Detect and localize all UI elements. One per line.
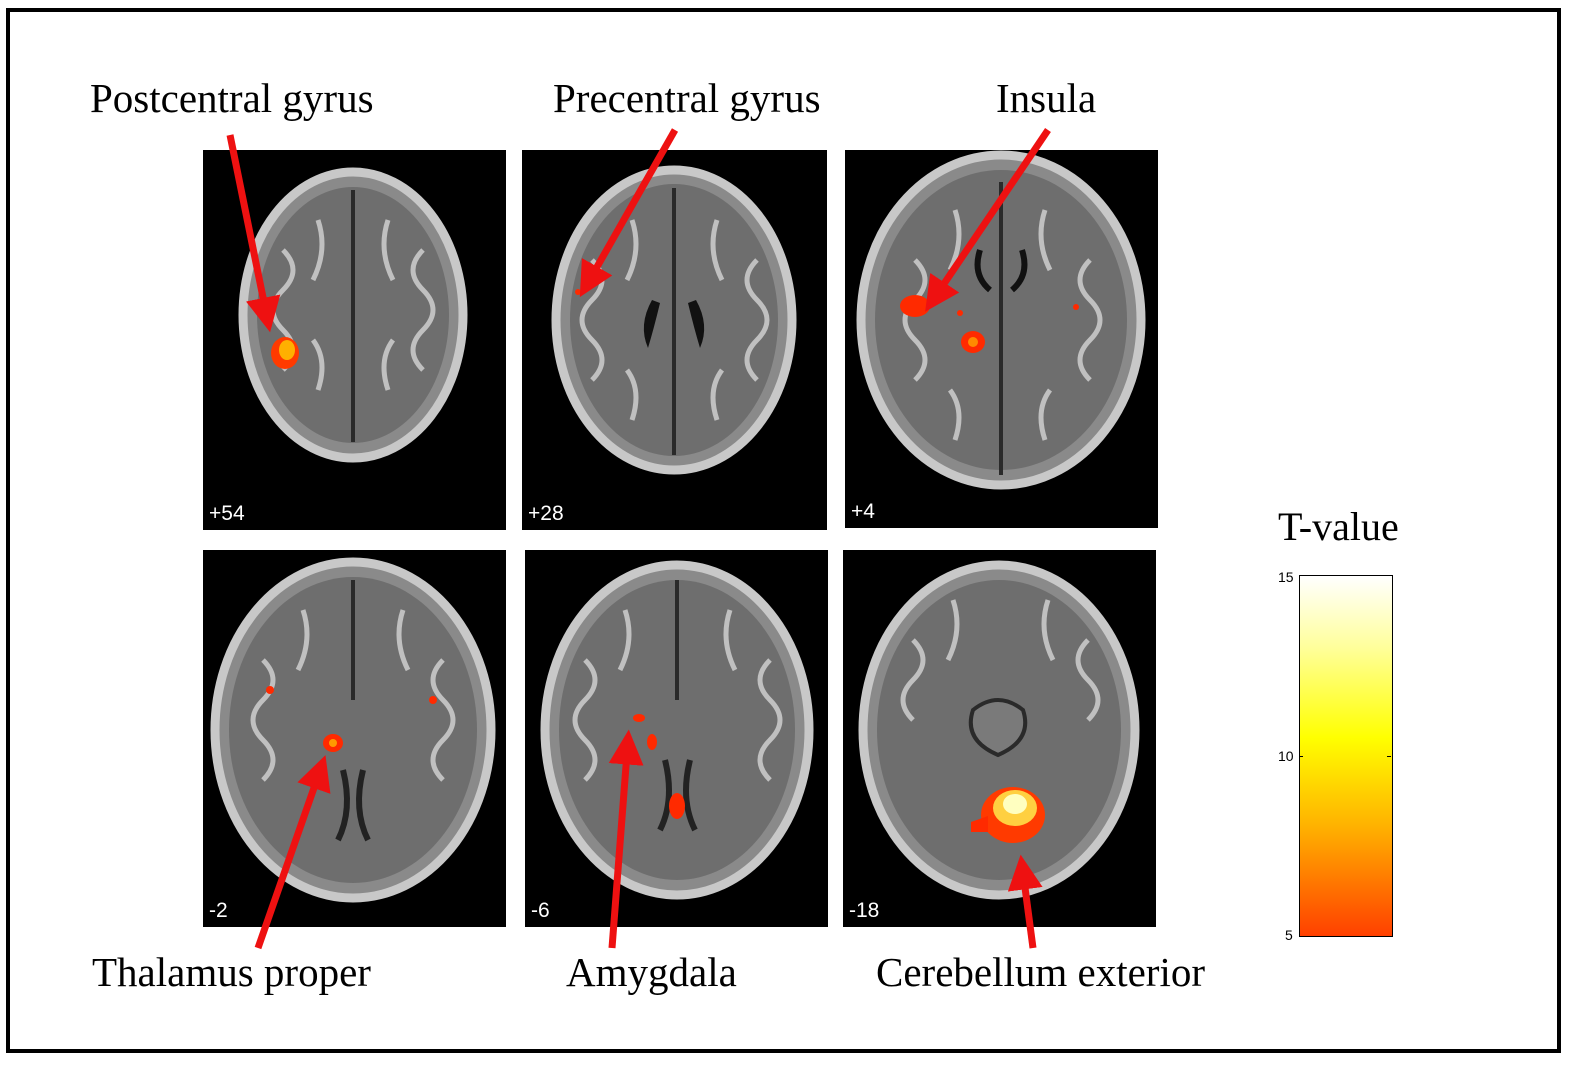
brain-slice-panel-6: -18 — [843, 550, 1156, 927]
slice-coordinate: +28 — [528, 502, 564, 525]
colorbar-tick-mid: 10 — [1278, 748, 1294, 764]
colorbar-tickmark — [1299, 756, 1303, 757]
label-amygdala: Amygdala — [566, 949, 737, 995]
slice-coordinate: -18 — [849, 899, 880, 922]
brain-slice-panel-1: +54 — [203, 150, 506, 530]
brain-slice-panel-2: +28 — [522, 150, 827, 530]
brain-slice-panel-4: -2 — [203, 550, 506, 927]
slice-coordinate: +54 — [209, 502, 245, 525]
slice-coordinate: -6 — [531, 899, 550, 922]
axial-slice-image — [540, 560, 814, 900]
colorbar-title: T-value — [1278, 504, 1399, 549]
label-cerebellum-exterior: Cerebellum exterior — [876, 949, 1206, 995]
slice-coordinate: +4 — [851, 500, 875, 523]
axial-slice-image — [210, 557, 496, 903]
axial-slice-image — [856, 150, 1146, 490]
brain-slice-panel-3: +4 — [845, 150, 1158, 528]
colorbar-tick-max: 15 — [1278, 569, 1294, 585]
axial-slice-image — [238, 167, 468, 463]
colorbar-tick-min: 5 — [1285, 927, 1293, 943]
label-thalamus-proper: Thalamus proper — [92, 949, 371, 995]
label-insula: Insula — [996, 75, 1097, 121]
brain-slice-panel-5: -6 — [525, 550, 828, 927]
axial-slice-image — [551, 165, 797, 475]
slice-coordinate: -2 — [209, 899, 228, 922]
label-postcentral-gyrus: Postcentral gyrus — [90, 75, 374, 121]
label-precentral-gyrus: Precentral gyrus — [553, 75, 821, 121]
colorbar-gradient — [1299, 575, 1393, 937]
colorbar-tickmark — [1387, 756, 1391, 757]
axial-slice-image — [858, 560, 1140, 900]
